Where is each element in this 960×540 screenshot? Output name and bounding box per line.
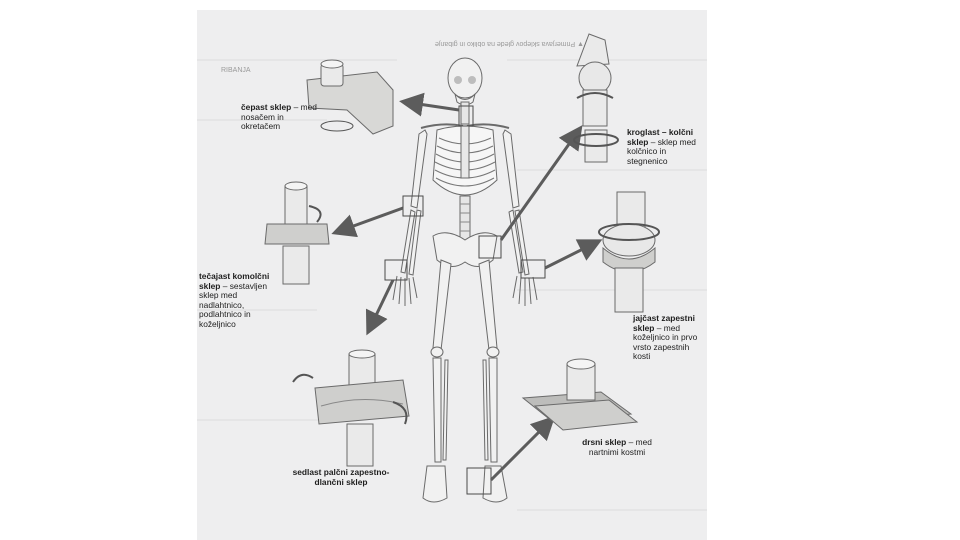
ball-joint-label: kroglast – kolčni sklep – sklep med kolč…	[627, 127, 696, 166]
joint-highlight-boxes	[384, 105, 546, 495]
hinge-joint-model	[264, 181, 330, 285]
pivot-joint-label: čepast sklep – med nosačem in okretačem	[241, 102, 317, 132]
ellipsoid-joint-label: jajčast zapestni sklep – med koželjnico …	[633, 313, 698, 362]
diagram-canvas	[197, 33, 707, 511]
saddle-joint-label: sedlast palčni zapestno-dlančni sklep	[292, 467, 390, 487]
plane-joint-label: drsni sklep – med nartnimi kostmi	[582, 437, 652, 457]
plane-joint-model	[521, 358, 639, 431]
ball-joint-model	[573, 33, 619, 163]
human-skeleton	[392, 57, 538, 503]
pivot-joint-model	[306, 59, 394, 135]
connector-arrows	[331, 92, 603, 482]
textbook-page: RIBANJA ▼ Primerjava sklepov glede na ob…	[197, 10, 707, 540]
hinge-joint-label: tečajast komolčni sklep – sestavljen skl…	[199, 271, 270, 329]
saddle-joint-model	[292, 349, 410, 467]
ellipsoid-joint-model	[598, 191, 660, 313]
page-header-left: RIBANJA	[221, 67, 251, 74]
